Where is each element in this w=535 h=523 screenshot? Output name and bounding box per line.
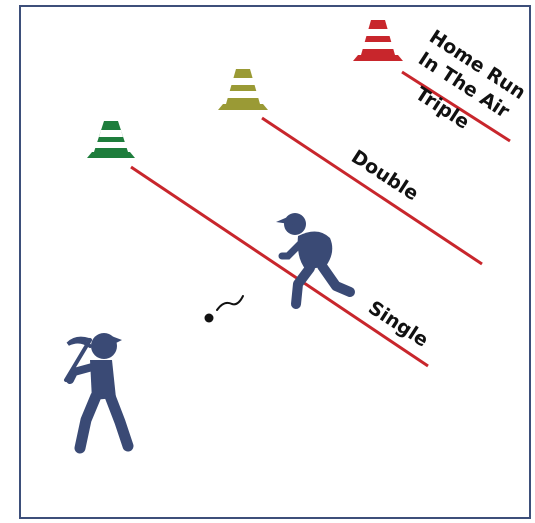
- triple-boundary-line: [401, 70, 511, 143]
- single-boundary-line: [130, 165, 429, 368]
- green-cone-icon: [87, 121, 135, 158]
- baseball-icon: [204, 295, 244, 323]
- runner-icon: [276, 213, 355, 309]
- double-boundary-line: [261, 116, 483, 266]
- single-label: Single: [364, 297, 432, 352]
- double-label: Double: [347, 146, 422, 205]
- olive-cone-icon: [218, 69, 268, 110]
- red-cone-icon: [353, 20, 403, 61]
- batter-icon: [64, 333, 134, 454]
